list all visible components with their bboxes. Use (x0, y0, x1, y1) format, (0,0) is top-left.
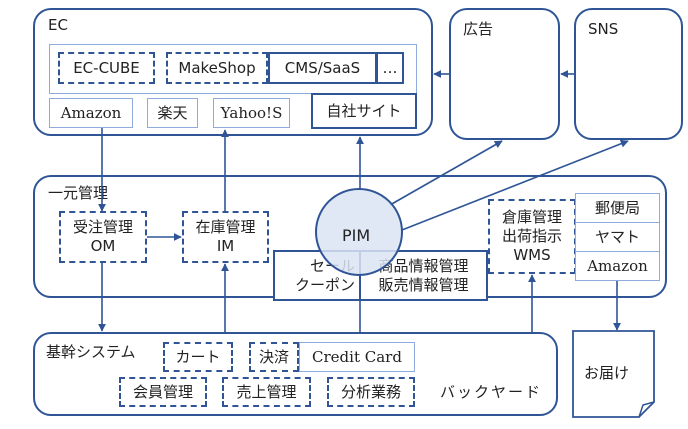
unified-title: 一元管理 (48, 184, 109, 202)
own-site[interactable]: 自社サイト (311, 93, 417, 129)
arrow-pim-to-ads (389, 140, 503, 206)
sns-title: SNS (588, 20, 619, 38)
core-title: 基幹システム (46, 343, 136, 361)
pim-label: PIM (342, 226, 371, 245)
core-payment[interactable]: 決済 (249, 342, 299, 372)
delivery-title: お届け (584, 364, 630, 382)
carrier-yamato[interactable]: ヤマト (575, 222, 660, 252)
platform-ec-cube[interactable]: EC-CUBE (58, 52, 155, 84)
carrier-japanpost[interactable]: 郵便局 (575, 193, 660, 223)
core-cart[interactable]: カート (163, 342, 233, 372)
core-member[interactable]: 会員管理 (119, 377, 207, 407)
mall-amazon[interactable]: Amazon (49, 98, 133, 128)
platform-more[interactable]: … (376, 52, 404, 84)
core-analytics[interactable]: 分析業務 (327, 377, 415, 407)
ads-box (449, 8, 560, 140)
sns-box (574, 8, 683, 140)
ec-title: EC (48, 16, 68, 34)
product-sales-info[interactable]: 商品情報管理販売情報管理 (378, 256, 469, 294)
ads-title: 広告 (463, 20, 494, 38)
core-backyard: バックヤード (440, 383, 543, 401)
carrier-amazon[interactable]: Amazon (575, 251, 660, 281)
mall-yahoo[interactable]: Yahoo!S (213, 98, 290, 128)
platform-makeshop[interactable]: MakeShop (166, 52, 268, 84)
core-credit-card[interactable]: Credit Card (299, 342, 415, 372)
core-sales[interactable]: 売上管理 (222, 377, 311, 407)
mall-rakuten[interactable]: 楽天 (147, 98, 198, 128)
arrow-pim-to-sns (401, 139, 629, 231)
